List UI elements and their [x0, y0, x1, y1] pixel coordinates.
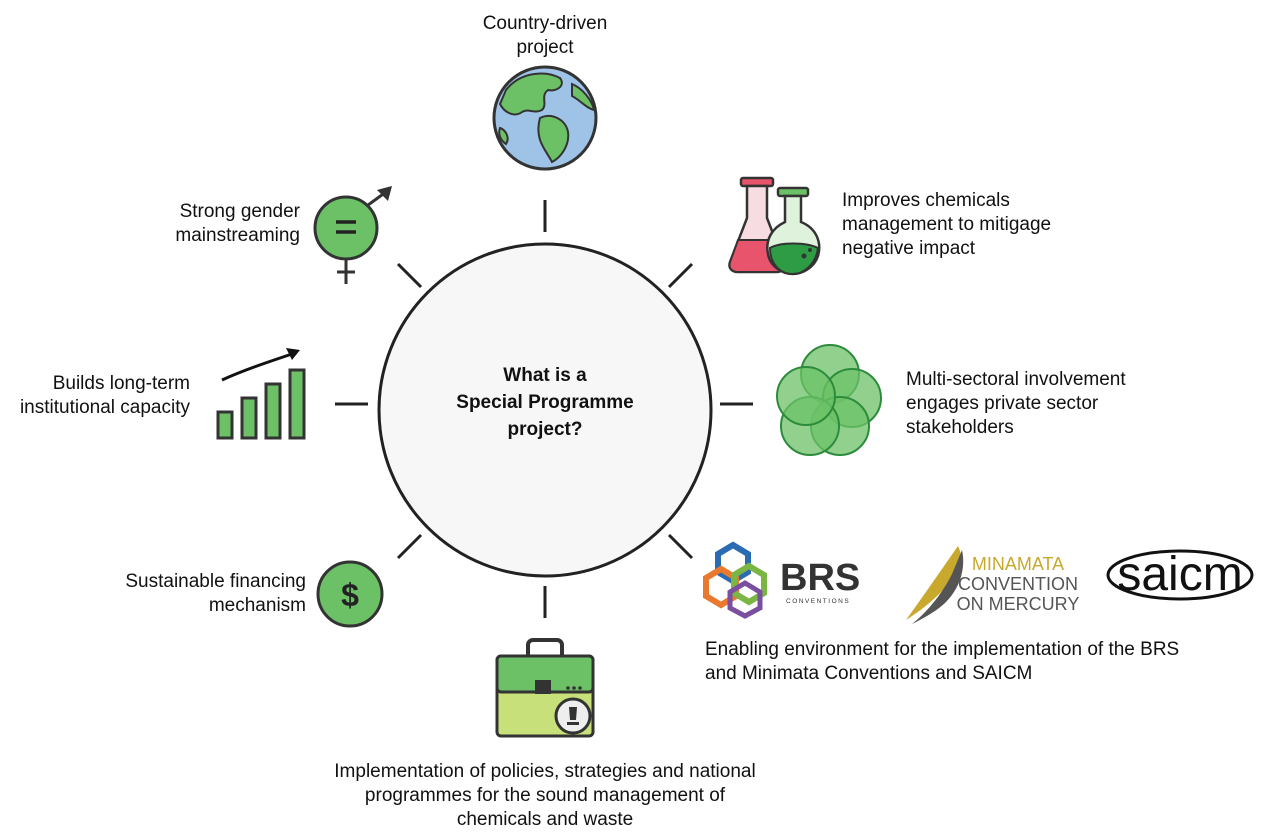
center-title: What is a Special Programme project?: [440, 362, 650, 443]
dollar-icon: $: [316, 560, 384, 628]
label-gender-line-2: mainstreaming: [175, 225, 300, 246]
svg-text:$: $: [341, 577, 359, 613]
label-chemicals-line-3: negative impact: [842, 238, 976, 259]
gender-equality-icon: [313, 186, 392, 284]
minamata-line-3: ON MERCURY: [957, 594, 1080, 614]
label-country-driven: Country-driven project: [445, 12, 645, 60]
saicm-logo-ellipse: [1106, 549, 1254, 601]
overlapping-circles-icon: [776, 344, 882, 456]
label-enabling-line-2: and Minimata Conventions and SAICM: [705, 663, 1033, 684]
center-title-line-1: What is a: [503, 365, 587, 386]
label-chemicals-line-1: Improves chemicals: [842, 190, 1010, 211]
bar-growth-icon: [216, 368, 306, 440]
label-enabling-line-1: Enabling environment for the implementat…: [705, 639, 1180, 660]
label-policies: Implementation of policies, strategies a…: [295, 760, 795, 832]
label-enabling-environment: Enabling environment for the implementat…: [705, 638, 1179, 686]
label-multi-sectoral-line-1: Multi-sectoral involvement: [906, 369, 1126, 390]
label-gender: Strong gender mainstreaming: [100, 200, 300, 248]
center-title-line-3: project?: [507, 419, 583, 440]
brs-logo-text: BRS: [780, 557, 860, 599]
growth-arrow-line: [221, 352, 293, 382]
label-gender-line-1: Strong gender: [179, 201, 300, 222]
label-policies-line-1: Implementation of policies, strategies a…: [334, 761, 756, 782]
label-chemicals-line-2: management to mitigage: [842, 214, 1052, 235]
flask-icon: [728, 176, 821, 276]
globe-icon: [492, 65, 598, 171]
saicm-logo-text: saicm: [1117, 548, 1242, 601]
label-country-driven-line-2: project: [516, 37, 574, 58]
tick-top-left: [396, 262, 423, 289]
tick-bottom-right: [667, 533, 694, 560]
brs-logo-subtext: CONVENTIONS: [786, 598, 850, 605]
label-chemicals: Improves chemicals management to mitigag…: [842, 189, 1051, 261]
label-policies-line-3: chemicals and waste: [456, 809, 634, 830]
minamata-swoosh-logo: [906, 546, 964, 624]
label-capacity-line-1: Builds long-term: [52, 373, 190, 394]
label-financing: Sustainable financing mechanism: [70, 570, 306, 618]
label-country-driven-line-1: Country-driven: [482, 13, 608, 34]
label-capacity-line-2: institutional capacity: [19, 397, 190, 418]
label-financing-line-1: Sustainable financing: [125, 571, 306, 592]
label-financing-line-2: mechanism: [208, 595, 306, 616]
center-title-line-2: Special Programme: [456, 392, 634, 413]
briefcase-icon: [495, 638, 595, 738]
tick-bottom-left: [396, 533, 423, 560]
minamata-line-1: MINAMATA: [972, 554, 1064, 574]
minamata-line-2: CONVENTION: [958, 574, 1078, 594]
growth-arrow-head: [286, 348, 300, 360]
label-multi-sectoral: Multi-sectoral involvement engages priva…: [906, 368, 1126, 440]
brs-logo: [703, 541, 767, 619]
label-multi-sectoral-line-2: engages private sector: [906, 393, 1099, 414]
label-capacity: Builds long-term institutional capacity: [0, 372, 190, 420]
label-multi-sectoral-line-3: stakeholders: [906, 417, 1014, 438]
tick-top-right: [667, 262, 694, 289]
label-policies-line-2: programmes for the sound management of: [364, 785, 726, 806]
center-circle: [377, 242, 713, 578]
connector-ticks: [335, 200, 753, 618]
